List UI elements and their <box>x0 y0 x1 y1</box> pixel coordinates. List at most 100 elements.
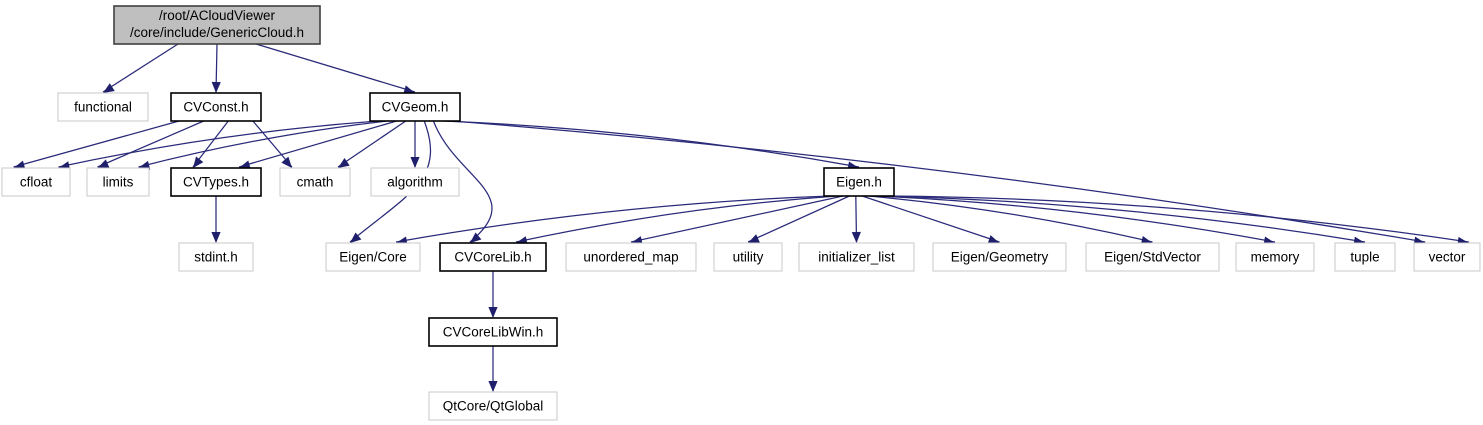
node-unordered_map[interactable]: unordered_map <box>565 242 697 272</box>
edge-eigen-to-tuple <box>881 195 1366 243</box>
node-limits[interactable]: limits <box>86 167 150 197</box>
edge-cvgeom-to-vector <box>451 120 1426 243</box>
edge-root-to-functional <box>102 43 179 93</box>
node-utility[interactable]: utility <box>713 242 783 272</box>
node-box-limits[interactable] <box>86 167 150 197</box>
node-box-eigenstdvector[interactable] <box>1085 242 1220 272</box>
node-box-eigengeometry[interactable] <box>932 242 1067 272</box>
node-box-vector[interactable] <box>1413 242 1481 272</box>
node-box-cvcorelibwin[interactable] <box>428 317 558 347</box>
node-label-cvcorelibwin: CVCoreLibWin.h <box>443 325 544 340</box>
node-label-root-line2: /core/include/GenericCloud.h <box>130 25 304 40</box>
node-box-cvtypes[interactable] <box>170 167 262 197</box>
arrowhead-cvconst-to-cmath <box>281 156 292 168</box>
node-box-memory[interactable] <box>1235 242 1315 272</box>
node-tuple[interactable]: tuple <box>1334 242 1396 272</box>
edge-layer <box>13 43 1469 392</box>
edge-eigen-to-eigencore <box>395 195 831 243</box>
node-cvgeom[interactable]: CVGeom.h <box>369 92 461 122</box>
node-box-qtglobal[interactable] <box>428 391 558 421</box>
node-label-algorithm: algorithm <box>387 175 443 190</box>
arrowhead-cvgeom-to-eigencore <box>350 232 362 243</box>
node-box-stdint[interactable] <box>178 242 254 272</box>
node-label-cvtypes: CVTypes.h <box>183 175 249 190</box>
node-label-cmath: cmath <box>297 175 334 190</box>
edge-cvgeom-to-cfloat <box>58 120 379 168</box>
edge-cvgeom-to-cvcorelib <box>432 120 493 243</box>
node-label-cvcorelib: CVCoreLib.h <box>454 250 531 265</box>
node-label-eigenstdvector: Eigen/StdVector <box>1104 250 1201 265</box>
node-box-initializer_list[interactable] <box>798 242 915 272</box>
node-label-eigen: Eigen.h <box>836 175 882 190</box>
node-box-root[interactable] <box>113 5 321 45</box>
node-box-cvcorelib[interactable] <box>439 242 547 272</box>
arrowhead-cvgeom-to-algorithm <box>410 157 420 168</box>
node-initializer_list[interactable]: initializer_list <box>798 242 915 272</box>
node-label-memory: memory <box>1251 250 1300 265</box>
arrowhead-eigen-to-utility <box>748 234 760 243</box>
node-layer: /root/ACloudViewer/core/include/GenericC… <box>1 5 1481 421</box>
edge-cvgeom-to-limits <box>138 120 388 168</box>
edge-cvgeom-to-cvtypes <box>238 120 397 168</box>
node-box-unordered_map[interactable] <box>565 242 697 272</box>
node-box-algorithm[interactable] <box>370 167 460 197</box>
arrowhead-root-to-cvconst <box>211 81 221 93</box>
node-eigengeometry[interactable]: Eigen/Geometry <box>932 242 1067 272</box>
node-label-eigencore: Eigen/Core <box>339 250 407 265</box>
node-cvtypes[interactable]: CVTypes.h <box>170 167 262 197</box>
node-eigen[interactable]: Eigen.h <box>823 167 895 197</box>
node-eigencore[interactable]: Eigen/Core <box>325 242 421 272</box>
arrowhead-cvconst-to-limits <box>97 159 110 168</box>
node-label-functional: functional <box>74 100 132 115</box>
node-root[interactable]: /root/ACloudViewer/core/include/GenericC… <box>113 5 321 45</box>
edge-cvconst-to-limits <box>97 120 204 168</box>
node-cfloat[interactable]: cfloat <box>1 167 71 197</box>
node-label-stdint: stdint.h <box>194 250 238 265</box>
node-qtglobal[interactable]: QtCore/QtGlobal <box>428 391 558 421</box>
node-cmath[interactable]: cmath <box>279 167 351 197</box>
node-box-tuple[interactable] <box>1334 242 1396 272</box>
node-label-tuple: tuple <box>1350 250 1379 265</box>
node-label-unordered_map: unordered_map <box>583 250 678 265</box>
node-label-utility: utility <box>733 250 764 265</box>
node-box-cvconst[interactable] <box>170 92 262 122</box>
node-memory[interactable]: memory <box>1235 242 1315 272</box>
node-box-functional[interactable] <box>57 92 149 122</box>
node-box-cfloat[interactable] <box>1 167 71 197</box>
arrowhead-cvgeom-to-cvcorelib <box>470 232 482 243</box>
node-box-cvgeom[interactable] <box>369 92 461 122</box>
node-stdint[interactable]: stdint.h <box>178 242 254 272</box>
node-eigenstdvector[interactable]: Eigen/StdVector <box>1085 242 1220 272</box>
edge-eigen-to-utility <box>747 195 850 243</box>
edge-cvgeom-to-eigen <box>442 120 860 168</box>
node-label-limits: limits <box>103 175 134 190</box>
edge-eigen-to-unordered_map <box>630 195 844 243</box>
edge-eigen-to-vector <box>887 195 1469 243</box>
edge-eigen-to-eigenstdvector <box>868 195 1153 243</box>
edge-eigen-to-memory <box>874 195 1276 243</box>
arrowhead-cvconst-to-cfloat <box>13 160 26 170</box>
node-box-eigencore[interactable] <box>325 242 421 272</box>
node-box-eigen[interactable] <box>823 167 895 197</box>
node-label-vector: vector <box>1429 250 1466 265</box>
arrowhead-eigen-to-initializer_list <box>851 231 861 243</box>
node-label-initializer_list: initializer_list <box>818 250 895 265</box>
arrowhead-cvgeom-to-limits <box>138 160 151 170</box>
edge-cvgeom-to-cmath <box>337 120 407 168</box>
node-box-cmath[interactable] <box>279 167 351 197</box>
node-cvcorelibwin[interactable]: CVCoreLibWin.h <box>428 317 558 347</box>
node-algorithm[interactable]: algorithm <box>370 167 460 197</box>
arrowhead-cvcorelib-to-cvcorelibwin <box>488 307 498 318</box>
node-vector[interactable]: vector <box>1413 242 1481 272</box>
node-cvconst[interactable]: CVConst.h <box>170 92 262 122</box>
node-label-eigengeometry: Eigen/Geometry <box>951 250 1049 265</box>
node-functional[interactable]: functional <box>57 92 149 122</box>
edge-cvconst-to-cfloat <box>13 120 180 168</box>
arrowhead-root-to-cvgeom <box>403 85 415 95</box>
arrowhead-eigen-to-eigengeometry <box>987 235 1000 244</box>
node-cvcorelib[interactable]: CVCoreLib.h <box>439 242 547 272</box>
arrowhead-cvtypes-to-stdint <box>211 232 221 243</box>
arrowhead-cvgeom-to-cvtypes <box>239 160 251 170</box>
node-box-utility[interactable] <box>713 242 783 272</box>
